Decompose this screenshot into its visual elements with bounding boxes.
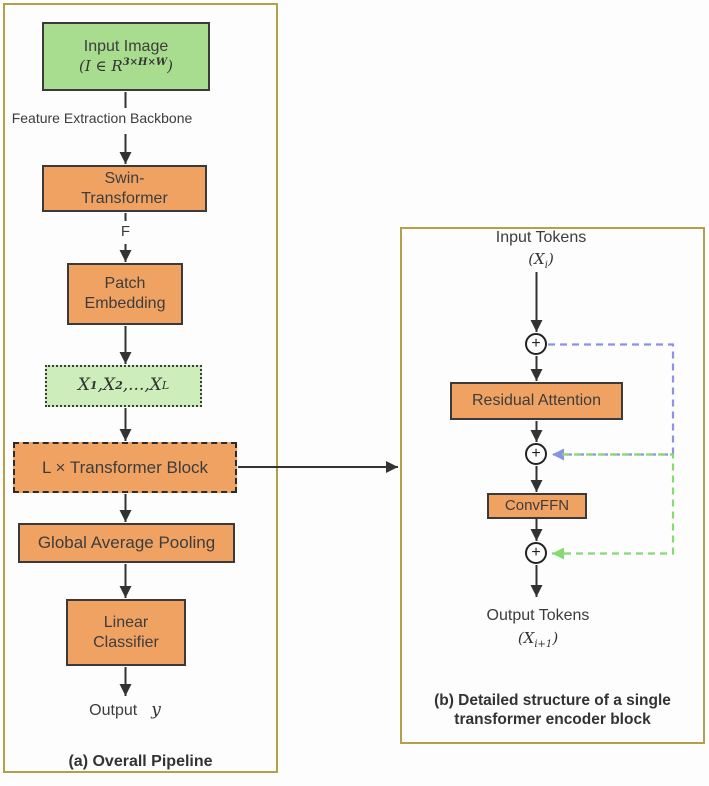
swin-line1: Swin- bbox=[104, 169, 145, 187]
patch-line1: Patch bbox=[104, 275, 146, 292]
swin-transformer-box: Swin- Transformer bbox=[42, 165, 207, 212]
add-node-2: + bbox=[525, 443, 547, 465]
backbone-label: Feature Extraction Backbone bbox=[11, 110, 193, 126]
panel-b-caption: (b) Detailed structure of a single trans… bbox=[400, 691, 705, 730]
plus-icon: + bbox=[531, 445, 541, 462]
residual-attention-label: Residual Attention bbox=[472, 392, 601, 409]
add-node-1: + bbox=[525, 333, 547, 355]
gap-label: Global Average Pooling bbox=[37, 533, 216, 553]
convffn-label: ConvFFN bbox=[504, 496, 570, 514]
f-label: F bbox=[120, 223, 131, 240]
global-average-pooling-box: Global Average Pooling bbox=[18, 523, 235, 563]
patch-embedding-box: Patch Embedding bbox=[67, 263, 183, 325]
linear-line2: Classifier bbox=[93, 633, 159, 651]
input-image-box: Input Image (I ∈ R3×H×W) bbox=[42, 22, 210, 91]
linear-classifier-box: Linear Classifier bbox=[66, 599, 186, 666]
panel-b-frame bbox=[400, 227, 705, 744]
output-tokens-label: Output Tokens bbox=[486, 607, 590, 624]
input-tokens-formula: (Xi) bbox=[528, 250, 554, 271]
panel-a-frame bbox=[3, 3, 278, 773]
output-label: Output bbox=[89, 702, 138, 719]
output-variable: y bbox=[151, 700, 161, 720]
transformer-block-box: L × Transformer Block bbox=[13, 442, 237, 493]
output-label-row: Output y bbox=[55, 700, 195, 720]
input-image-formula: (I ∈ R3×H×W) bbox=[79, 57, 173, 76]
output-tokens-formula: (Xi+1) bbox=[517, 629, 559, 650]
patch-line2: Embedding bbox=[84, 295, 166, 312]
convffn-box: ConvFFN bbox=[487, 493, 587, 519]
input-tokens-label: Input Tokens bbox=[495, 229, 587, 246]
plus-icon: + bbox=[531, 544, 541, 561]
panel-a-caption: (a) Overall Pipeline bbox=[68, 753, 213, 770]
swin-line2: Transformer bbox=[81, 189, 168, 207]
panel-b-caption-line2: transformer encoder block bbox=[454, 711, 651, 729]
input-image-label: Input Image bbox=[83, 38, 169, 56]
linear-line1: Linear bbox=[103, 613, 149, 631]
add-node-3: + bbox=[525, 542, 547, 564]
plus-icon: + bbox=[531, 335, 541, 352]
residual-attention-box: Residual Attention bbox=[450, 382, 623, 420]
transformer-block-label: L × Transformer Block bbox=[41, 457, 209, 477]
panel-b-caption-line1: (b) Detailed structure of a single bbox=[434, 692, 671, 709]
